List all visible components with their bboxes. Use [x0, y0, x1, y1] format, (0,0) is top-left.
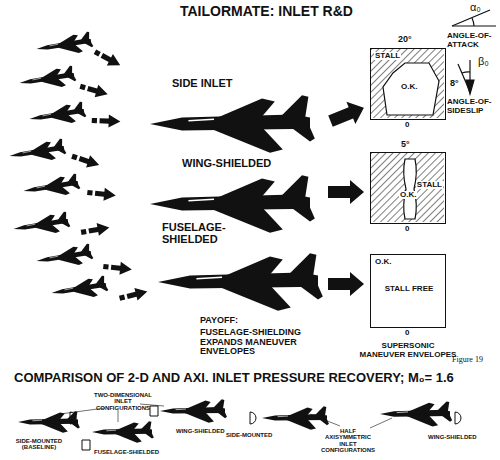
- axis-origin: 0: [405, 225, 409, 234]
- main-aircraft-part: [158, 253, 323, 311]
- aircraft-label: SIDE INLET: [172, 78, 233, 90]
- envelope-box: STALL O.K.: [370, 152, 446, 224]
- inlet-shapes-part: [82, 440, 90, 450]
- envelope-caption: SUPERSONIC MANEUVER ENVELOPES: [358, 342, 458, 359]
- section-heading: COMPARISON OF 2-D AND AXI. INLET PRESSUR…: [14, 371, 454, 385]
- region-label: O.K.: [399, 191, 417, 199]
- inlet-shapes: [70, 406, 461, 450]
- angle-symbols-part: [466, 80, 474, 94]
- small-arrows-part: [92, 46, 123, 71]
- small-aircraft-group-part: [50, 275, 109, 302]
- config-label: WING-SHIELDED: [428, 434, 477, 440]
- small-arrows-part: [80, 221, 110, 239]
- small-aircraft-group-part: [18, 65, 77, 92]
- config-label: SIDE-MOUNTED (BASELINE): [10, 438, 68, 451]
- angle-symbol: α₀: [470, 2, 481, 14]
- small-arrows-part: [87, 186, 117, 202]
- small-aircraft-group-part: [8, 138, 67, 165]
- large-arrows-part: [328, 272, 364, 296]
- angle-value: 5°: [401, 140, 410, 150]
- small-aircraft-group-part: [28, 101, 87, 128]
- large-arrows-part: [326, 97, 368, 133]
- small-aircraft-group-part: [35, 31, 94, 58]
- comparison-aircraft-part: [160, 399, 227, 422]
- comparison-aircraft-part: [262, 406, 329, 429]
- stall-region: [371, 153, 444, 222]
- region-label: STALL: [374, 52, 401, 60]
- axis-label: ANGLE-OF-SIDESLIP: [447, 98, 499, 115]
- payoff-note: FUSELAGE-SHIELDING EXPANDS MANEUVER ENVE…: [200, 328, 315, 357]
- small-arrows-part: [103, 260, 133, 276]
- inlet-shapes-part: [150, 406, 158, 416]
- aircraft-label: WING-SHIELDED: [182, 158, 271, 170]
- region-label: O.K.: [400, 83, 418, 91]
- leader-lines-part: [118, 410, 119, 422]
- small-arrows-part: [70, 150, 101, 171]
- ok-region: [404, 159, 417, 219]
- comparison-aircraft: [18, 399, 452, 443]
- config-label: SIDE-MOUNTED: [226, 432, 272, 438]
- main-aircraft-part: [150, 95, 315, 153]
- angle-value: 20°: [398, 35, 412, 45]
- angle-symbols-part: [472, 18, 474, 26]
- large-arrows-part: [328, 180, 364, 204]
- large-arrows: [326, 97, 368, 296]
- group-label: TWO-DIMENSIONAL INLET CONFIGURATIONS: [92, 392, 154, 411]
- small-arrows: [70, 46, 149, 305]
- group-label: HALF AXISYMMETRIC INLET CONFIGURATIONS: [318, 428, 378, 454]
- figure-number: Figure 19: [452, 356, 483, 365]
- envelope-box: STALL O.K.: [370, 48, 446, 120]
- region-label: O.K.: [374, 258, 392, 266]
- comparison-aircraft-part: [380, 401, 452, 426]
- comparison-aircraft-part: [92, 421, 154, 443]
- small-arrows-part: [92, 114, 121, 128]
- axis-label: ANGLE-OF-ATTACK: [447, 32, 499, 49]
- angle-symbols-part: [462, 72, 470, 73]
- inlet-shapes-part: [70, 412, 76, 424]
- small-aircraft-group-part: [35, 243, 94, 270]
- payoff-heading: PAYOFF:: [200, 316, 238, 326]
- envelope-box: O.K. STALL FREE: [370, 254, 446, 328]
- ok-region: [383, 63, 439, 115]
- comparison-aircraft-part: [18, 411, 80, 433]
- axis-origin: 0: [405, 329, 409, 338]
- small-aircraft-group-part: [12, 211, 71, 238]
- inlet-shapes-part: [250, 412, 256, 424]
- axis-origin: 0: [405, 121, 409, 130]
- small-aircraft-group: [8, 31, 109, 302]
- region-label: STALL FREE: [377, 285, 441, 293]
- config-label: FUSELAGE-SHIELDED: [94, 449, 159, 455]
- small-arrows-part: [118, 285, 149, 305]
- stall-region: [371, 49, 444, 118]
- angle-symbol: β₀: [478, 56, 489, 68]
- angle-value: 8°: [450, 79, 459, 89]
- region-label: STALL: [416, 181, 443, 189]
- config-label: WING-SHIELDED: [176, 428, 225, 434]
- aircraft-label: FUSELAGE-SHIELDED: [162, 222, 242, 246]
- main-aircraft: [150, 95, 323, 311]
- figure-title: TAILORMATE: INLET R&D: [180, 4, 353, 19]
- leader-lines-part: [370, 418, 392, 428]
- small-aircraft-group-part: [22, 173, 81, 200]
- leader-lines-part: [310, 414, 340, 426]
- inlet-shapes-part: [455, 412, 461, 424]
- small-arrows-part: [78, 80, 109, 100]
